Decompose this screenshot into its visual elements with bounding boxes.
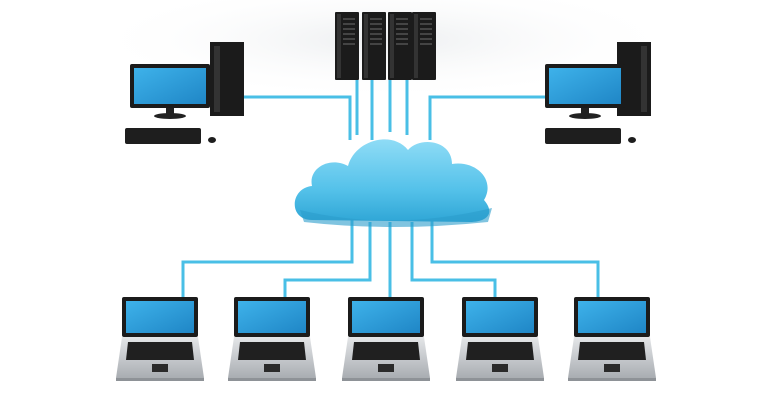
laptop-icon (116, 297, 204, 381)
server-tower (335, 12, 359, 80)
cable (410, 222, 497, 300)
server-tower (362, 12, 386, 80)
desktop-computer-icon (125, 42, 244, 144)
server-tower (388, 12, 412, 80)
cable (430, 220, 600, 300)
server-rack-icon (335, 12, 436, 80)
cable (283, 222, 372, 300)
cable (244, 95, 352, 140)
server-tower (412, 12, 436, 80)
cable (428, 95, 545, 140)
laptop-icon (456, 297, 544, 381)
laptop-icon (228, 297, 316, 381)
desktop-computer-icon (545, 42, 651, 144)
laptop-icon (342, 297, 430, 381)
cable (181, 220, 354, 300)
cloud-icon (294, 139, 492, 227)
network-cables (181, 80, 600, 300)
laptop-icon (568, 297, 656, 381)
